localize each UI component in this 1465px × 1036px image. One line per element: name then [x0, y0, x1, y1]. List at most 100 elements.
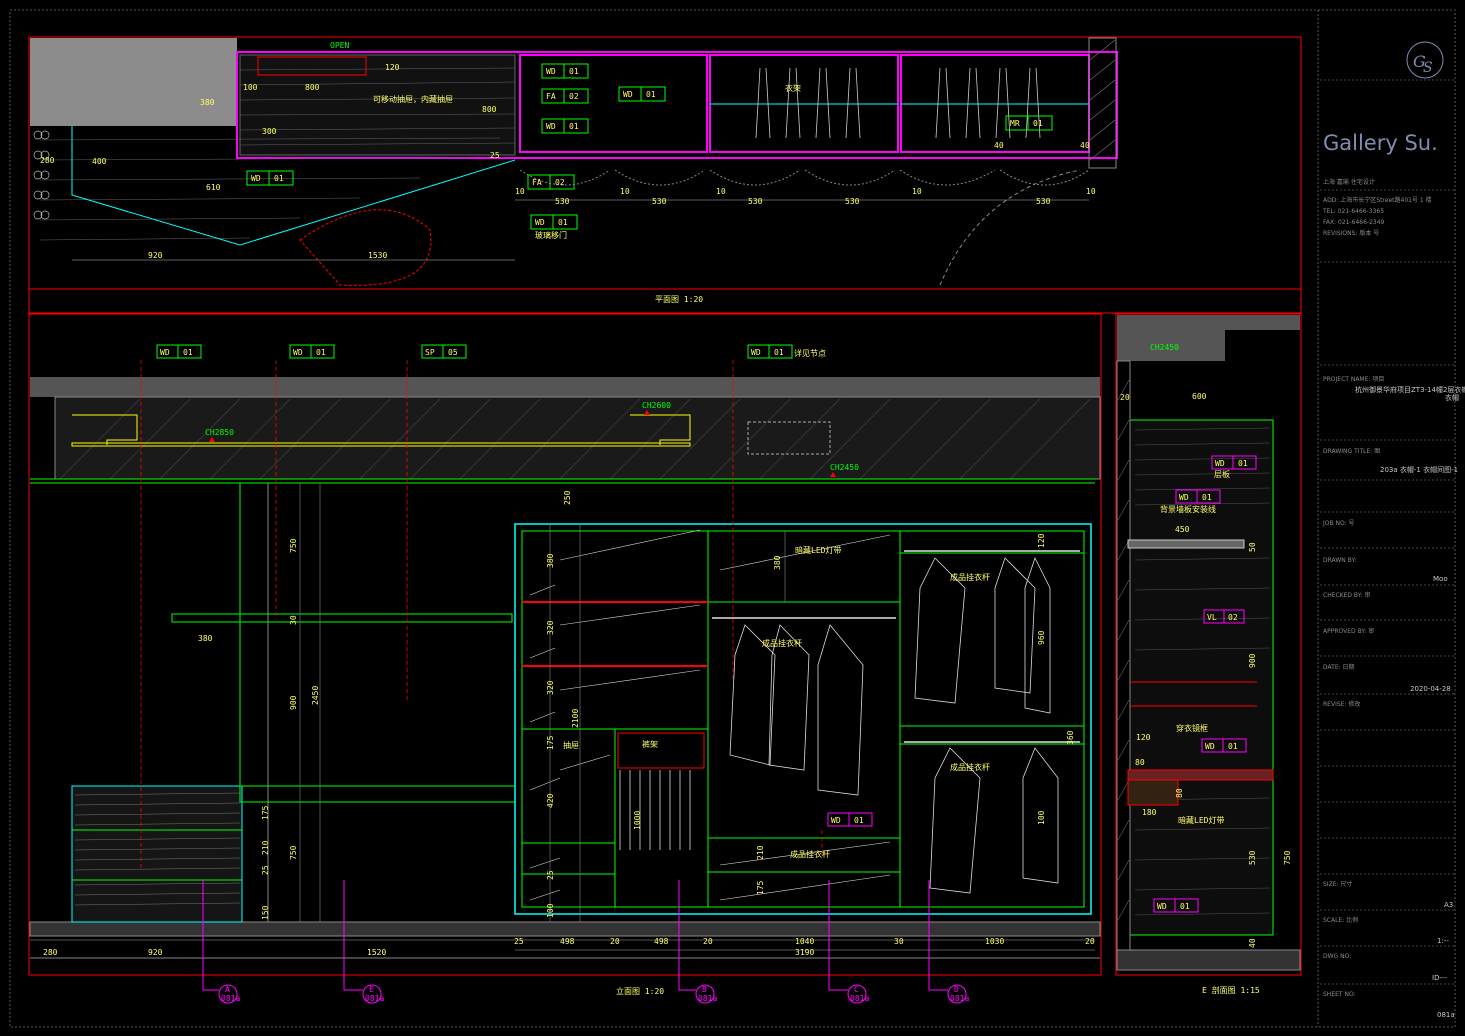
svg-text:WD: WD [623, 90, 633, 99]
svg-text:175: 175 [261, 805, 270, 820]
elevation-dims-v: 250 380 320 380 420 175 320 2450 750 900… [261, 490, 1075, 920]
svg-text:1040: 1040 [795, 937, 814, 946]
svg-text:25: 25 [514, 937, 524, 946]
svg-text:175: 175 [546, 735, 555, 750]
svg-text:2450: 2450 [311, 686, 320, 705]
svg-text:WD: WD [251, 174, 261, 183]
svg-text:WD: WD [160, 348, 170, 357]
plan-dim-14: 10 [620, 187, 630, 196]
plan-dim-3: 120 [385, 63, 400, 72]
svg-text:1520: 1520 [367, 948, 386, 957]
svg-text:20: 20 [703, 937, 713, 946]
note-rod-2: 成品挂衣杆 [950, 572, 990, 582]
section-note-0: 层板 [1214, 469, 1230, 479]
svg-text:WD: WD [535, 218, 545, 227]
plan-dim-2: 800 [305, 83, 320, 92]
plan-dim-11: 1530 [368, 251, 387, 260]
section-ch: CH2450 [1150, 343, 1179, 352]
svg-text:01: 01 [774, 348, 784, 357]
plan-title: 平面图 1:20 [655, 295, 703, 304]
svg-text:20: 20 [1085, 937, 1095, 946]
plan-dim-4: 300 [262, 127, 277, 136]
svg-text:360: 360 [1066, 730, 1075, 745]
svg-text:01: 01 [854, 816, 864, 825]
svg-text:FA: FA [532, 178, 542, 187]
note-rod-1: 成品挂衣杆 [762, 638, 802, 648]
svg-text:01: 01 [274, 174, 284, 183]
svg-text:20: 20 [1120, 393, 1130, 402]
company-line: 上海 嘉瑜 住宅设计 [1323, 178, 1375, 186]
section-note-1: 背景墙板安装线 [1160, 504, 1216, 514]
revise-label: REVISE: 修改 [1323, 700, 1360, 708]
scale-value: 1:-- [1437, 937, 1449, 945]
svg-text:WD: WD [1157, 902, 1167, 911]
svg-text:50: 50 [1248, 542, 1257, 552]
svg-text:175: 175 [756, 880, 765, 895]
svg-text:80: 80 [1175, 788, 1184, 798]
svg-text:02: 02 [555, 178, 565, 187]
plan-view: OPEN [28, 36, 1302, 314]
svg-text:450: 450 [1175, 525, 1190, 534]
plan-note-lift: 衣架 [785, 83, 801, 93]
svg-text:210: 210 [261, 840, 270, 855]
elev-tag-note: 详见节点 [794, 348, 826, 358]
section-title: E 剖面图 1:15 [1202, 985, 1260, 995]
plan-dim-8: 400 [92, 157, 107, 166]
note-led: 暗藏LED灯带 [795, 545, 841, 555]
svg-text:960: 960 [1037, 630, 1046, 645]
svg-text:WD: WD [1179, 493, 1189, 502]
svg-text:20: 20 [610, 937, 620, 946]
scale-label: SCALE: 比例 [1323, 916, 1358, 924]
svg-text:WD: WD [546, 122, 556, 131]
plan-dim-7: 280 [40, 156, 55, 165]
dwg-label: DWG NO: [1323, 953, 1351, 960]
svg-text:WD: WD [293, 348, 303, 357]
svg-text:2100: 2100 [571, 709, 580, 728]
note-rod-3: 成品挂衣杆 [950, 762, 990, 772]
address-line: ADD: 上海市长宁区Street路401号 1 楼 [1323, 196, 1432, 204]
date-value: 2020-04-28 [1410, 685, 1451, 693]
logo-icon [1406, 41, 1444, 79]
svg-text:WD: WD [751, 348, 761, 357]
svg-text:E: E [369, 985, 374, 994]
svg-text:081a: 081a [698, 994, 717, 1003]
project-value-2: 衣帽 [1445, 393, 1459, 402]
svg-text:01: 01 [1202, 493, 1212, 502]
svg-text:081a: 081a [950, 994, 969, 1003]
drawn-label: DRAWN BY: [1323, 557, 1356, 564]
svg-text:380: 380 [773, 555, 782, 570]
svg-text:01: 01 [569, 122, 579, 131]
svg-text:1000: 1000 [633, 811, 642, 830]
svg-text:01: 01 [1238, 459, 1248, 468]
brand-name: Gallery Su. [1323, 131, 1438, 155]
title-block: G S Gallery Su. 上海 嘉瑜 住宅设计 ADD: 上海市长宁区St… [1320, 41, 1465, 1019]
svg-text:210: 210 [756, 845, 765, 860]
svg-text:380: 380 [198, 634, 213, 643]
plan-dim-0: 380 [200, 98, 215, 107]
section-note-2: 穿衣镜框 [1176, 723, 1208, 733]
svg-text:01: 01 [1033, 119, 1043, 128]
svg-text:420: 420 [546, 793, 555, 808]
svg-text:320: 320 [546, 620, 555, 635]
svg-text:120: 120 [1136, 733, 1151, 742]
plan-dim-13: 530 [555, 197, 570, 206]
svg-text:081a: 081a [850, 994, 869, 1003]
outer-border [9, 9, 1456, 1028]
svg-text:01: 01 [569, 67, 579, 76]
note-trouser: 裤架 [642, 739, 658, 749]
plan-dim-10: 920 [148, 251, 163, 260]
svg-text:600: 600 [1192, 392, 1207, 401]
svg-text:02: 02 [569, 92, 579, 101]
open-label: OPEN [330, 41, 349, 50]
svg-text:1030: 1030 [985, 937, 1004, 946]
svg-text:380: 380 [546, 553, 555, 568]
plan-dim-15: 530 [652, 197, 667, 206]
checked-label: CHECKED BY: 审 [1323, 591, 1371, 599]
plan-dim-18: 530 [845, 197, 860, 206]
ch-label-2850: CH2850 [205, 428, 234, 437]
svg-text:498: 498 [560, 937, 575, 946]
svg-text:A: A [225, 985, 230, 994]
svg-text:25: 25 [261, 865, 270, 875]
